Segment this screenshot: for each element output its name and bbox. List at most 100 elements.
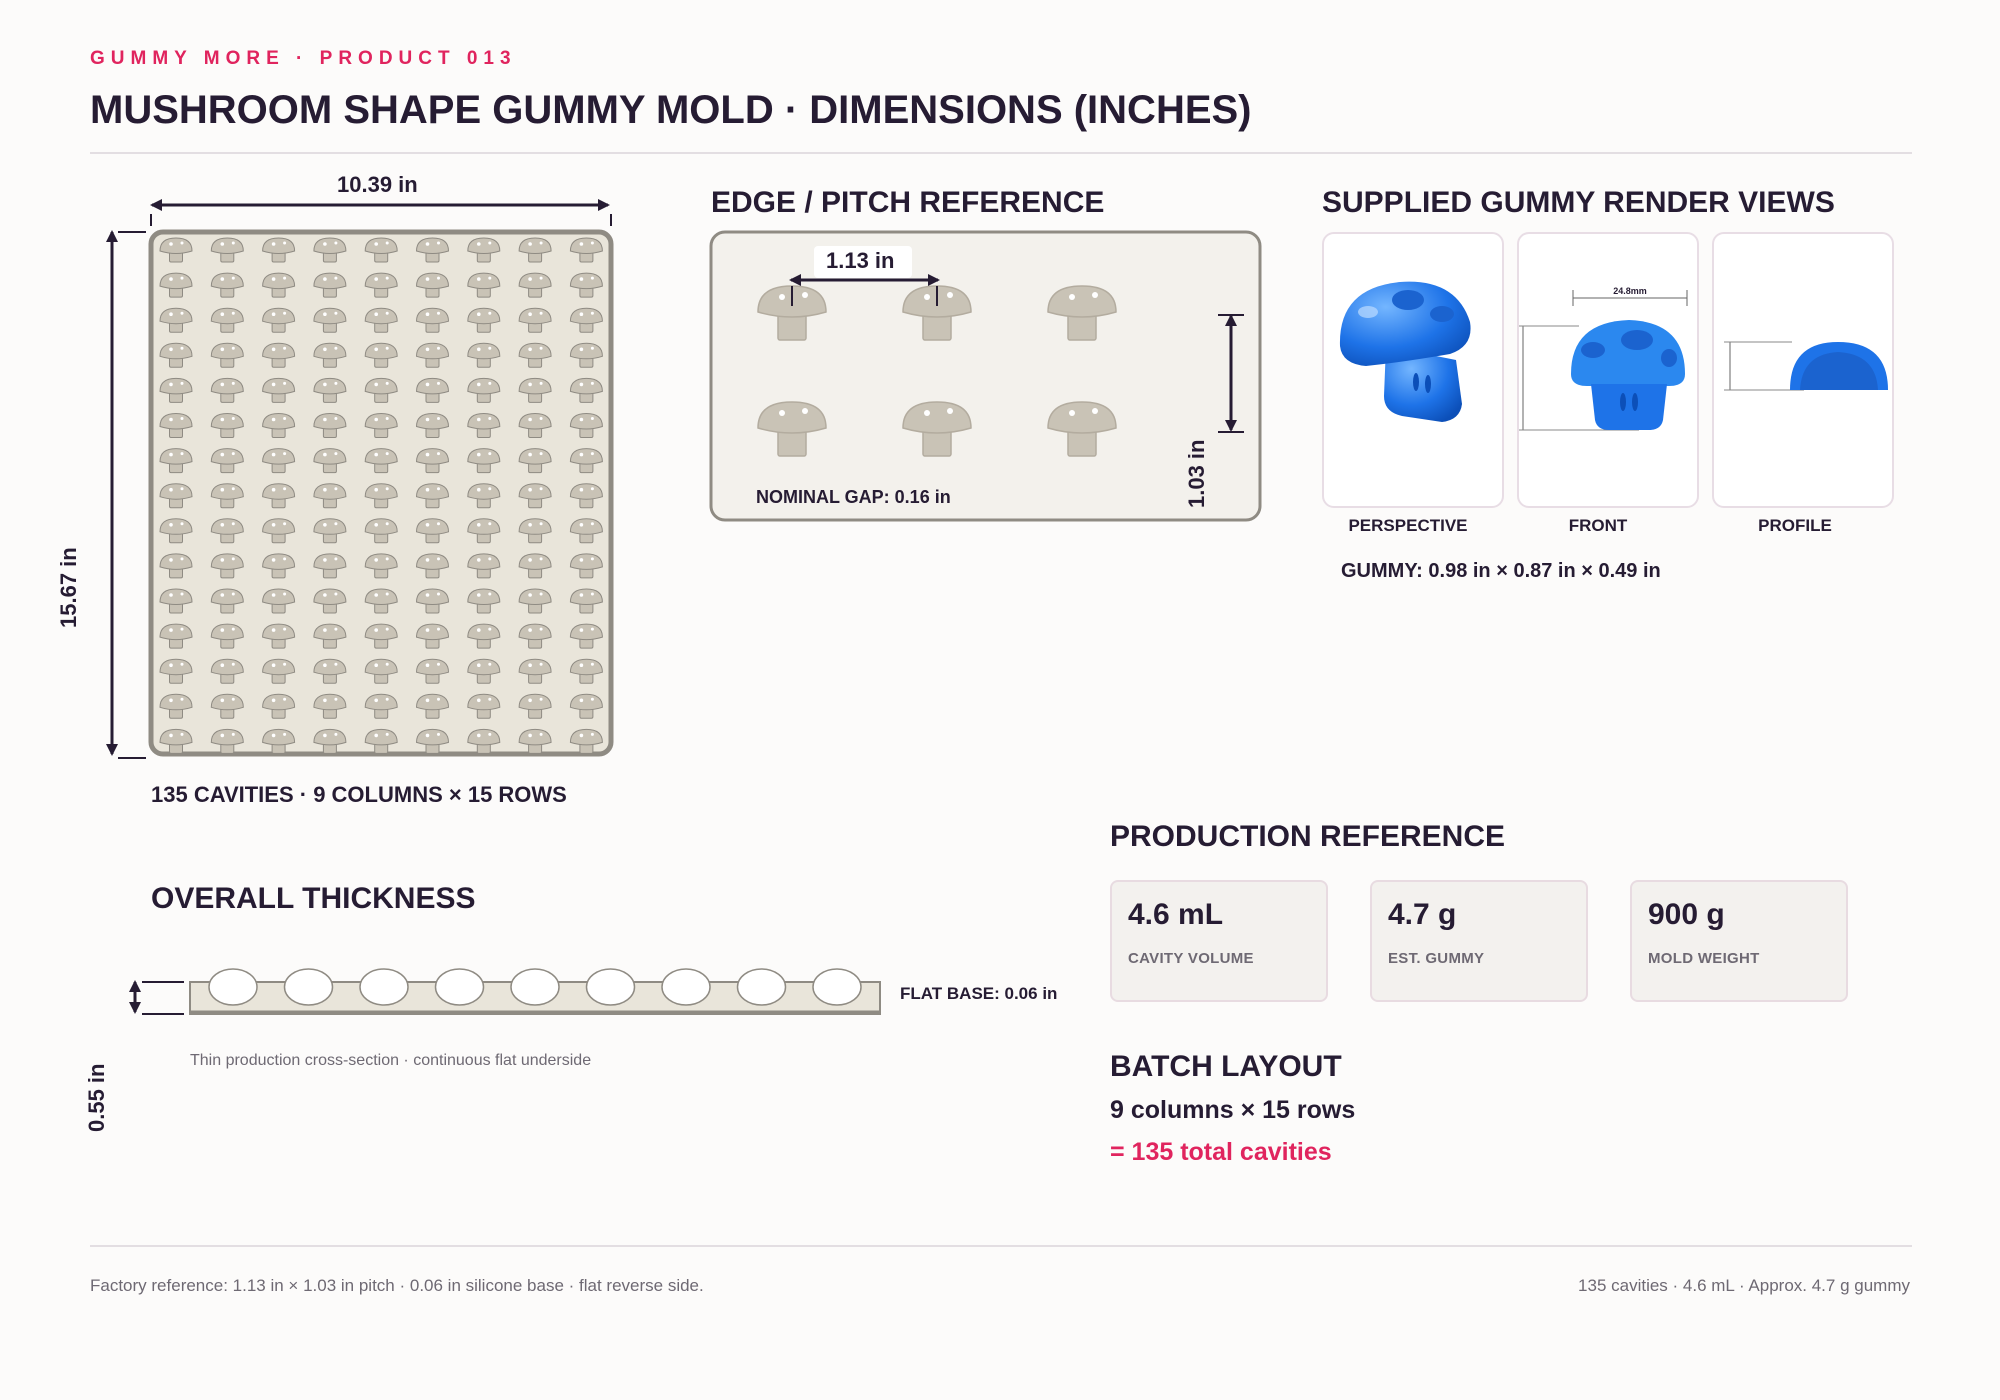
mushroom-cavity xyxy=(415,728,450,754)
mushroom-cavity xyxy=(518,483,552,509)
front-spot-1 xyxy=(1581,342,1605,358)
perspective-highlight xyxy=(1358,306,1378,318)
pitch-mushroom-cavity xyxy=(1047,401,1117,457)
mold-cavity-grid xyxy=(159,237,603,754)
mushroom-cavity xyxy=(210,658,244,684)
mushroom-cavity xyxy=(262,518,296,544)
mushroom-cavity xyxy=(518,272,552,298)
cross-section-cavity xyxy=(585,968,636,1006)
flat-base-label: FLAT BASE: 0.06 in xyxy=(900,984,1058,1003)
mushroom-cavity xyxy=(210,377,244,403)
mushroom-cavity xyxy=(364,728,398,754)
mushroom-cavity xyxy=(415,623,450,649)
mushroom-cavity xyxy=(313,518,347,544)
mushroom-cavity xyxy=(210,518,244,544)
front-spot-2 xyxy=(1621,330,1653,350)
pitch-mushroom-cavity xyxy=(1047,285,1117,341)
mushroom-cavity xyxy=(159,377,193,403)
mushroom-cavity xyxy=(569,412,603,438)
mushroom-cavity xyxy=(569,377,603,403)
mushroom-cavity xyxy=(569,623,603,649)
mushroom-cavity xyxy=(364,518,398,544)
mushroom-cavity xyxy=(313,342,347,368)
mushroom-cavity xyxy=(313,728,347,754)
mushroom-cavity xyxy=(313,412,347,438)
mushroom-cavity xyxy=(569,448,603,474)
mushroom-cavity xyxy=(467,342,501,368)
mushroom-cavity xyxy=(313,623,347,649)
page-title: MUSHROOM SHAPE GUMMY MOLD · DIMENSIONS (… xyxy=(90,88,1252,132)
mushroom-cavity xyxy=(159,307,193,333)
mushroom-cavity xyxy=(518,342,552,368)
perspective-spot-1 xyxy=(1392,290,1424,310)
mushroom-cavity xyxy=(415,307,450,333)
mushroom-cavity xyxy=(569,307,603,333)
mushroom-cavity xyxy=(569,658,603,684)
pitch-horizontal-label: 1.13 in xyxy=(826,248,895,273)
production-heading: PRODUCTION REFERENCE xyxy=(1110,820,1506,853)
header-divider xyxy=(90,152,1912,154)
mushroom-cavity xyxy=(364,272,398,298)
mushroom-cavity xyxy=(569,588,603,614)
mushroom-cavity xyxy=(569,553,603,579)
mold-summary: 135 CAVITIES · 9 COLUMNS × 15 ROWS xyxy=(151,782,567,807)
mushroom-cavity xyxy=(313,553,347,579)
mushroom-cavity xyxy=(159,518,193,544)
mushroom-cavity xyxy=(415,272,450,298)
mushroom-cavity xyxy=(262,553,296,579)
perspective-eye-left xyxy=(1413,373,1419,391)
perspective-spot-2 xyxy=(1430,306,1454,322)
mushroom-cavity xyxy=(364,693,398,719)
cross-section-cavity xyxy=(434,968,485,1006)
mushroom-cavity xyxy=(569,518,603,544)
mushroom-cavity xyxy=(518,412,552,438)
mushroom-cavity xyxy=(262,658,296,684)
mushroom-cavity xyxy=(262,623,296,649)
mushroom-cavity xyxy=(467,448,501,474)
mushroom-cavity xyxy=(364,623,398,649)
mushroom-cavity xyxy=(210,693,244,719)
mushroom-cavity xyxy=(313,307,347,333)
render-views-heading: SUPPLIED GUMMY RENDER VIEWS xyxy=(1322,186,1835,219)
mushroom-cavity xyxy=(159,553,193,579)
brand-label: GUMMY MORE · PRODUCT 013 xyxy=(90,48,517,69)
mushroom-cavity xyxy=(210,588,244,614)
mushroom-cavity xyxy=(364,483,398,509)
mushroom-cavity xyxy=(210,728,244,754)
cross-section-cavities xyxy=(208,968,862,1006)
mushroom-cavity xyxy=(518,518,552,544)
mushroom-cavity xyxy=(415,377,450,403)
mushroom-cavity xyxy=(313,272,347,298)
cross-section-cavity xyxy=(661,968,711,1006)
front-cap xyxy=(1571,320,1685,386)
mushroom-cavity xyxy=(262,377,296,403)
perspective-cap xyxy=(1339,281,1471,366)
stat-value: 900 g xyxy=(1648,898,1725,931)
mushroom-cavity xyxy=(262,307,296,333)
stat-card-mold-weight: 900 g MOLD WEIGHT xyxy=(1630,880,1848,1002)
profile-gummy-render xyxy=(1724,341,1888,391)
perspective-stem xyxy=(1384,346,1462,422)
mushroom-cavity xyxy=(569,237,603,263)
mushroom-cavity xyxy=(518,307,552,333)
pitch-cavity-group xyxy=(757,285,1117,457)
mushroom-cavity xyxy=(210,412,244,438)
mushroom-cavity xyxy=(313,588,347,614)
front-spot-3 xyxy=(1661,349,1677,367)
front-stem xyxy=(1591,384,1667,430)
mushroom-cavity xyxy=(364,412,398,438)
stat-label: MOLD WEIGHT xyxy=(1648,950,1760,967)
mushroom-cavity xyxy=(415,483,450,509)
mushroom-cavity xyxy=(313,377,347,403)
gummy-size-label: GUMMY: 0.98 in × 0.87 in × 0.49 in xyxy=(1341,560,1661,582)
mushroom-cavity xyxy=(262,448,296,474)
mushroom-cavity xyxy=(467,307,501,333)
mushroom-cavity xyxy=(467,553,501,579)
mushroom-cavity xyxy=(210,623,244,649)
cross-section-cavity xyxy=(736,968,787,1006)
profile-cap-shade xyxy=(1800,352,1878,390)
mushroom-cavity xyxy=(415,412,450,438)
mushroom-cavity xyxy=(364,448,398,474)
mushroom-cavity xyxy=(569,728,603,754)
mushroom-cavity xyxy=(210,272,244,298)
